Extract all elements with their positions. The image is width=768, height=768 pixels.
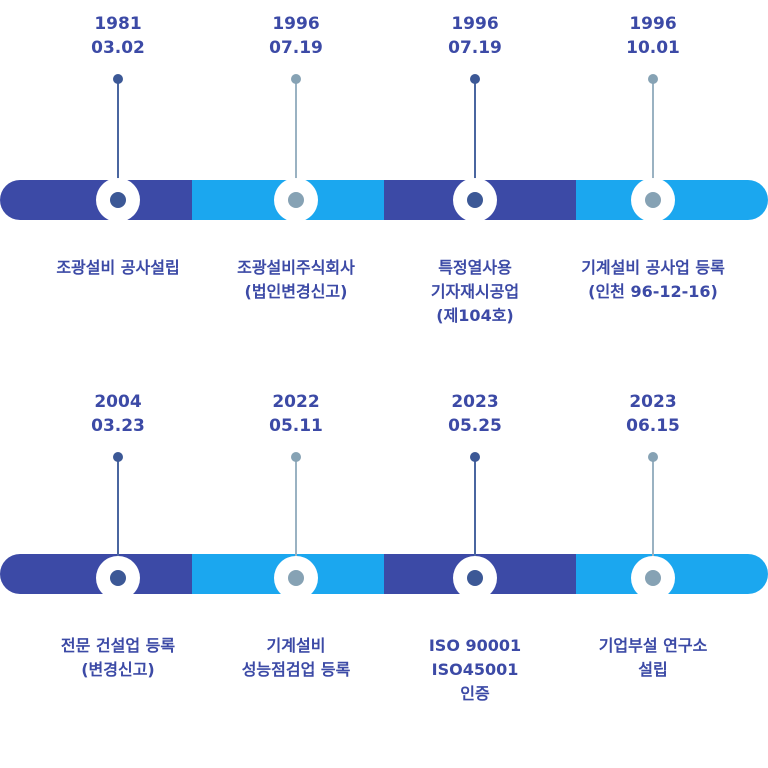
connector-line (474, 456, 476, 578)
event-line: 기업부설 연구소 (598, 636, 708, 655)
event-day: 06.15 (626, 416, 680, 436)
event-line: (인천 96-12-16) (588, 282, 718, 301)
event-line: 인증 (460, 684, 490, 703)
event-year: 1996 (272, 14, 320, 34)
event-day: 03.23 (91, 416, 145, 436)
event-description: 조광설비주식회사 (법인변경신고) (206, 256, 386, 304)
timeline-node (453, 178, 497, 222)
event-line: 조광설비 공사설립 (56, 258, 180, 277)
event-date: 1981 03.02 (28, 12, 208, 60)
timeline-node (453, 556, 497, 600)
event-line: (제104호) (436, 306, 514, 325)
timeline-2: 2004 03.23 전문 건설업 등록 (변경신고) 2022 05.11 기… (0, 384, 768, 768)
event-date: 2023 05.25 (385, 390, 565, 438)
event-line: 설립 (638, 660, 668, 679)
timeline-event: 2022 05.11 기계설비 성능점검업 등록 (206, 378, 386, 762)
event-date: 2004 03.23 (28, 390, 208, 438)
event-day: 07.19 (269, 38, 323, 58)
timeline-event: 2023 06.15 기업부설 연구소 설립 (563, 378, 743, 762)
event-year: 1981 (94, 14, 142, 34)
event-day: 05.11 (269, 416, 323, 436)
event-year: 2023 (629, 392, 677, 412)
event-date: 1996 07.19 (385, 12, 565, 60)
timeline-1: 1981 03.02 조광설비 공사설립 1996 07.19 조광설비주식회사… (0, 0, 768, 384)
timeline-node (96, 178, 140, 222)
connector-dot (113, 74, 123, 84)
timeline-event: 2023 05.25 ISO 90001 ISO45001 인증 (385, 378, 565, 762)
timeline-event: 2004 03.23 전문 건설업 등록 (변경신고) (28, 378, 208, 762)
event-year: 2022 (272, 392, 320, 412)
connector-line (117, 456, 119, 578)
event-line: 기자재시공업 (430, 282, 520, 301)
connector-dot (291, 74, 301, 84)
event-description: 기업부설 연구소 설립 (563, 634, 743, 682)
connector-dot (470, 452, 480, 462)
node-center (110, 570, 126, 586)
event-line: 특정열사용 (438, 258, 512, 277)
event-line: ISO45001 (431, 660, 519, 679)
event-year: 1996 (451, 14, 499, 34)
timeline-node (631, 556, 675, 600)
event-description: 특정열사용 기자재시공업 (제104호) (385, 256, 565, 328)
event-date: 2023 06.15 (563, 390, 743, 438)
event-day: 07.19 (448, 38, 502, 58)
node-center (288, 570, 304, 586)
event-date: 2022 05.11 (206, 390, 386, 438)
event-line: 성능점검업 등록 (241, 660, 351, 679)
connector-line (652, 78, 654, 200)
event-day: 10.01 (626, 38, 680, 58)
event-line: 기계설비 공사업 등록 (581, 258, 725, 277)
timeline-event: 1996 10.01 기계설비 공사업 등록 (인천 96-12-16) (563, 0, 743, 384)
event-description: 기계설비 성능점검업 등록 (206, 634, 386, 682)
timeline-event: 1981 03.02 조광설비 공사설립 (28, 0, 208, 384)
event-day: 03.02 (91, 38, 145, 58)
event-line: 조광설비주식회사 (237, 258, 355, 277)
connector-line (652, 456, 654, 578)
event-line: (변경신고) (81, 660, 155, 679)
event-line: 전문 건설업 등록 (60, 636, 176, 655)
timeline-node (274, 556, 318, 600)
timeline-node (274, 178, 318, 222)
timeline-event: 1996 07.19 특정열사용 기자재시공업 (제104호) (385, 0, 565, 384)
event-date: 1996 10.01 (563, 12, 743, 60)
event-year: 1996 (629, 14, 677, 34)
event-line: 기계설비 (266, 636, 326, 655)
connector-line (295, 456, 297, 578)
connector-dot (113, 452, 123, 462)
node-center (288, 192, 304, 208)
connector-dot (291, 452, 301, 462)
timeline-node (96, 556, 140, 600)
node-center (467, 570, 483, 586)
connector-dot (648, 74, 658, 84)
node-center (110, 192, 126, 208)
event-date: 1996 07.19 (206, 12, 386, 60)
node-center (467, 192, 483, 208)
event-description: 기계설비 공사업 등록 (인천 96-12-16) (563, 256, 743, 304)
connector-line (295, 78, 297, 200)
event-description: 전문 건설업 등록 (변경신고) (28, 634, 208, 682)
event-year: 2004 (94, 392, 142, 412)
event-line: ISO 90001 (428, 636, 522, 655)
timeline-event: 1996 07.19 조광설비주식회사 (법인변경신고) (206, 0, 386, 384)
connector-line (474, 78, 476, 200)
event-day: 05.25 (448, 416, 502, 436)
event-year: 2023 (451, 392, 499, 412)
connector-dot (470, 74, 480, 84)
timeline-node (631, 178, 675, 222)
event-description: 조광설비 공사설립 (28, 256, 208, 280)
connector-dot (648, 452, 658, 462)
node-center (645, 192, 661, 208)
node-center (645, 570, 661, 586)
connector-line (117, 78, 119, 200)
event-line: (법인변경신고) (244, 282, 348, 301)
event-description: ISO 90001 ISO45001 인증 (385, 634, 565, 706)
